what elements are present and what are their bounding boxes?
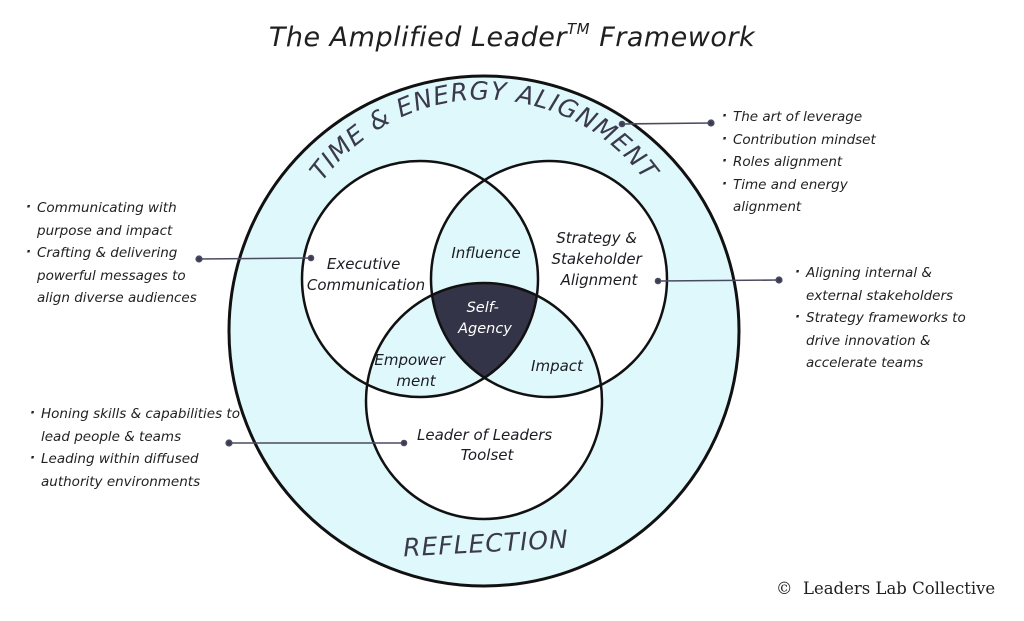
note-item: Communicating with purpose and impact [26,196,197,242]
note-item: Leading within diffused authority enviro… [30,447,221,493]
copyright: © Leaders Lab Collective [776,579,995,598]
copyright-owner: Leaders Lab Collective [803,579,996,598]
label-strategy-alignment: Strategy & Stakeholder Alignment [551,229,646,289]
connector-dot [400,439,408,447]
label-impact: Impact [531,357,584,375]
note-item: Crafting & delivering powerful messages … [26,241,209,310]
diagram-title: The Amplified LeaderTM Framework [0,20,1024,53]
label-executive-communication: Executive Communication [307,255,425,294]
label-leader-of-leaders: Leader of Leaders Toolset [417,426,557,464]
intersection-empowerment [366,283,538,397]
connector-executive-communication [198,257,312,260]
note-item: Contribution mindset [722,128,912,152]
note-item: The art of leverage [722,105,912,129]
connector-strategy-alignment [657,279,780,282]
connector-dot [654,277,662,285]
label-empowerment: Empower ment [374,351,449,390]
connector-dot [775,276,783,284]
trademark-mark: TM [566,20,591,38]
circle-right-outline [429,159,669,399]
label-influence: Influence [451,244,520,262]
connector-time-energy [621,122,712,125]
label-self-agency: Self- Agency [457,300,512,337]
note-item: Roles alignment [722,150,912,174]
notes-executive-communication: Communicating with purpose and impact Cr… [26,196,209,310]
notes-leader-of-leaders: Honing skills & capabilities to lead peo… [30,402,240,493]
note-item: Time and energy alignment [722,173,863,219]
title-suffix: Framework [599,22,756,53]
title-main: The Amplified Leader [268,22,567,53]
note-item: Strategy frameworks to drive innovation … [795,306,971,375]
copyright-icon: © [776,579,793,598]
connector-dot [307,254,315,262]
notes-strategy-alignment: Aligning internal & external stakeholder… [795,261,976,375]
note-item: Honing skills & capabilities to lead peo… [30,402,246,448]
notes-time-energy: The art of leverage Contribution mindset… [722,105,912,219]
connector-dot [707,119,715,127]
note-item: Aligning internal & external stakeholder… [795,261,976,307]
circle-left-outline [300,159,540,399]
intersection-impact [431,283,602,397]
circle-bottom-outline [364,281,604,521]
connector-dot [618,120,626,128]
